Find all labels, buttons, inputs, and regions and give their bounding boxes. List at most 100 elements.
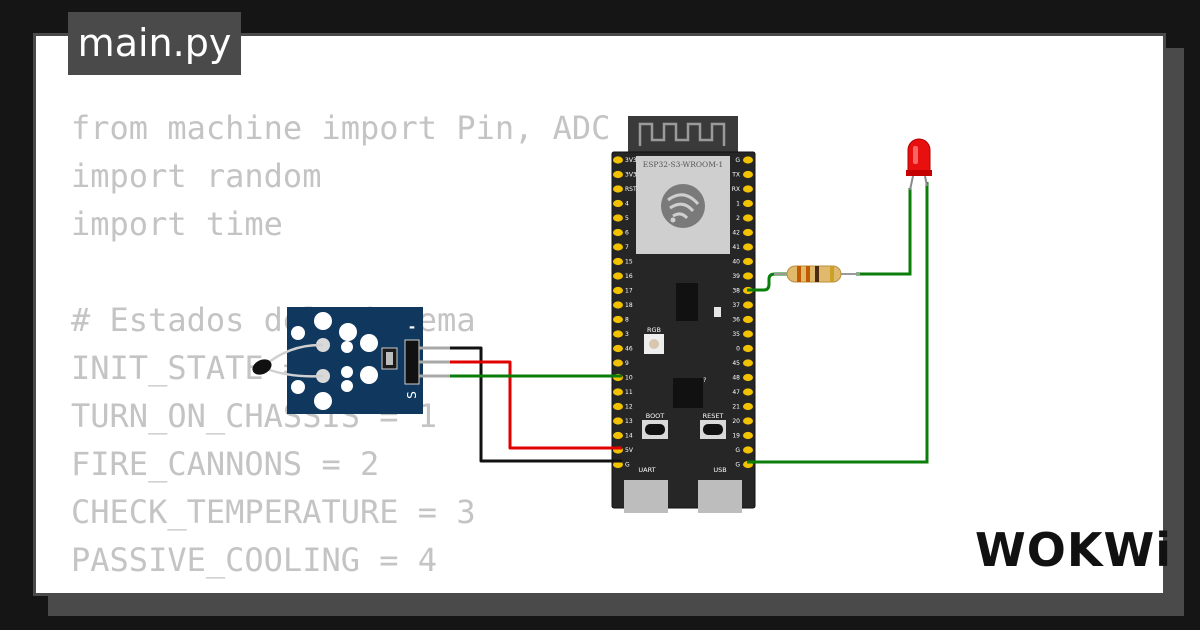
pin-label: 45 [732,360,740,367]
pin-pad[interactable] [743,199,753,208]
pin-pad[interactable] [613,156,623,164]
pin-label: 21 [732,404,740,411]
wire-red [419,360,622,450]
pin-pad[interactable] [613,344,623,353]
pin-label: 5 [625,215,629,222]
pin-pad[interactable] [743,257,753,266]
usb-port [698,480,742,513]
thermistor-probe [252,359,272,375]
boot-button[interactable] [642,420,668,439]
pin-pad[interactable] [613,330,623,338]
pin-label: 20 [732,418,740,425]
pin-label: 38 [732,288,740,295]
smd-part [714,307,721,317]
pin-pad[interactable] [613,315,623,324]
pin-pad[interactable] [613,402,623,411]
pin-label: RST [625,186,637,193]
pin-pad[interactable] [743,431,753,440]
pin-pad[interactable] [743,156,753,164]
pin-pad[interactable] [613,243,623,251]
pin-label: G [735,157,740,164]
pin-label: 3V3 [625,157,637,164]
pin-label: 14 [625,433,633,440]
pin-label: 10 [625,375,633,382]
pin-pad[interactable] [743,185,753,193]
pin-label: 0 [736,346,740,353]
pin-label: G [735,462,740,469]
pin-label: 18 [625,302,633,309]
temperature-sensor-module[interactable]: - S [250,307,450,414]
pin-pad[interactable] [613,228,623,237]
pin-pad[interactable] [743,243,753,251]
chip-lower [673,378,703,408]
pin-label: 4 [625,201,629,208]
reset-button[interactable] [700,420,726,439]
pin-pad[interactable] [743,402,753,411]
pin-label: G [735,447,740,454]
uart-usb-port [624,480,668,513]
pin-label: 19 [732,433,740,440]
pin-pad[interactable] [613,170,623,179]
pin-pad[interactable] [743,272,753,280]
antenna-trace-icon [638,122,726,146]
pin-pad[interactable] [743,228,753,237]
pin-pad[interactable] [743,330,753,338]
pin-pad[interactable] [613,185,623,193]
pin-pad[interactable] [743,315,753,324]
wire-green-led-anode [856,188,912,276]
code-line: import random [71,157,322,195]
pin-pad[interactable] [613,431,623,440]
uart-label: UART [638,466,655,474]
pin-pad[interactable] [613,417,623,425]
pin-label: 1 [736,201,740,208]
esp32-s3-board[interactable]: ESP32-S3-WROOM-1 RGB ? BOOT RESET UART U… [611,116,756,513]
pin-label: 3 [625,331,629,338]
pin-pad[interactable] [743,344,753,353]
pin-pad[interactable] [613,460,623,469]
pin-pad[interactable] [743,170,753,179]
pin-pad[interactable] [743,301,753,309]
pin-pad[interactable] [743,446,753,454]
rgb-label: RGB [647,326,661,334]
pin-label: 37 [732,302,740,309]
pin-pad[interactable] [613,272,623,280]
pin-label: 11 [625,389,633,396]
pin-pad[interactable] [743,214,753,222]
pin-label: 13 [625,418,633,425]
pin-pad[interactable] [613,388,623,396]
pin-label: 48 [732,375,740,382]
pin-label: 2 [736,215,740,222]
pin-label: 12 [625,404,633,411]
pin-label: 47 [732,389,740,396]
reset-label: RESET [703,412,724,420]
pin-pad[interactable] [613,199,623,208]
module-label: ESP32-S3-WROOM-1 [643,160,723,169]
sensor-pcb [287,307,423,414]
pin-label: 15 [625,259,633,266]
wire-black [419,346,622,463]
pin-label: 7 [625,244,629,251]
pin-label: 39 [732,273,740,280]
pin-pad[interactable] [743,388,753,396]
pin-pad[interactable] [613,214,623,222]
antenna-area [628,116,738,154]
pin-label: 6 [625,230,629,237]
file-tab[interactable]: main.py [68,12,241,75]
signal-label: S [405,391,419,399]
pin-pad[interactable] [613,301,623,309]
pin-pad[interactable] [613,257,623,266]
code-line: ACTIVE_COOLING = 5 [71,584,610,593]
espressif-logo-icon [661,184,705,228]
code-line: FIRE_CANNONS = 2 [71,445,380,483]
pin-pad[interactable] [743,417,753,425]
usb-label: USB [713,466,726,474]
red-led[interactable] [906,138,932,191]
pin-pad[interactable] [613,286,623,295]
resistor[interactable] [774,265,860,283]
pin-pad[interactable] [743,359,753,367]
pin-pad[interactable] [743,373,753,382]
pin-pad[interactable] [613,359,623,367]
